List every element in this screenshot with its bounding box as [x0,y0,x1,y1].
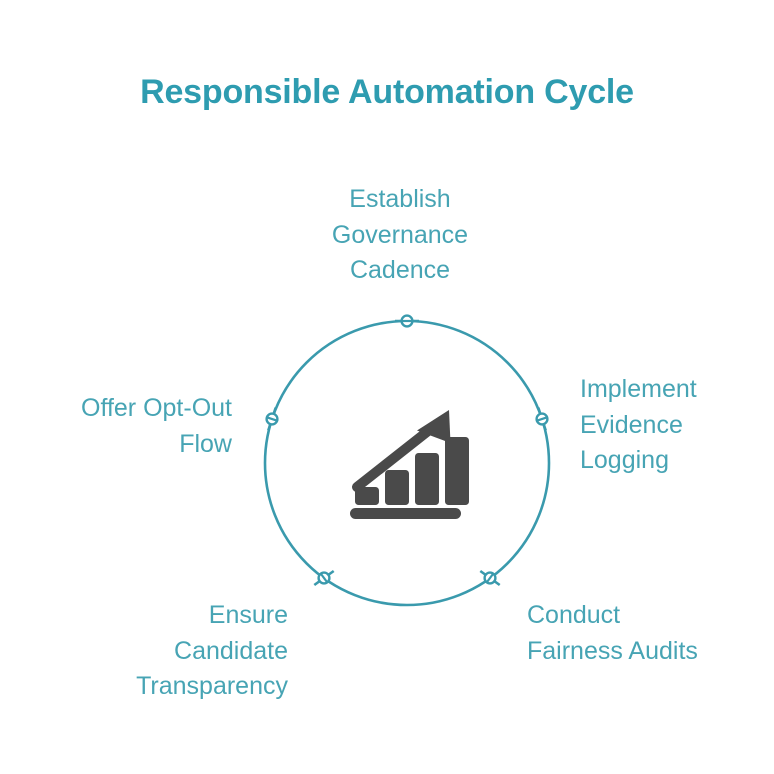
cycle-label-1: Establish Governance Cadence [331,185,469,284]
cycle-label-5: Offer Opt-Out Flow [81,394,232,458]
cycle-label-2: Implement Evidence Logging [580,375,697,474]
cycle-ring [263,319,551,607]
cycle-node-marker-1[interactable] [395,314,419,328]
cycle-label-3: Conduct Fairness Audits [527,601,698,665]
cycle-node-marker-3[interactable] [479,569,501,587]
cycle-node-marker-2[interactable] [535,407,549,431]
cycle-node-marker-4[interactable] [313,569,335,587]
cycle-node-marker-5[interactable] [265,407,279,431]
cycle-label-4: Ensure Candidate Transparency [136,601,288,700]
page-title: Responsible Automation Cycle [140,73,634,111]
growth-bar-chart-icon [350,410,469,519]
